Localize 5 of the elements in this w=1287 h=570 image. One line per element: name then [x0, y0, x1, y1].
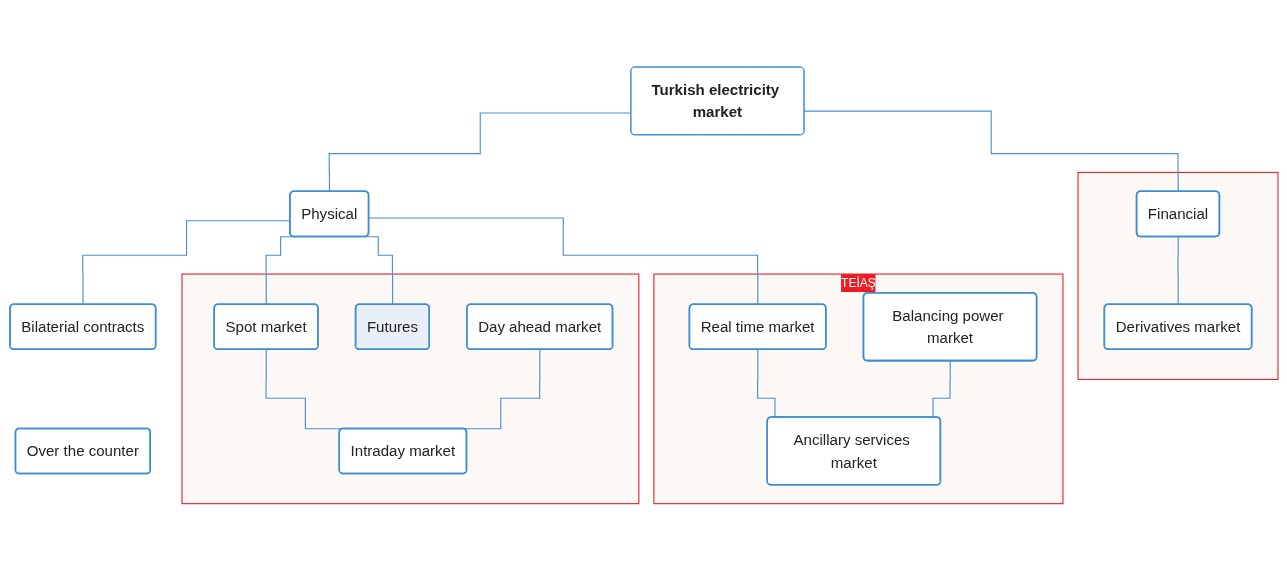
connector	[1176, 235, 1179, 305]
cluster	[1076, 171, 1279, 380]
cluster	[180, 273, 639, 504]
connector	[328, 112, 632, 192]
connector	[803, 110, 1179, 192]
